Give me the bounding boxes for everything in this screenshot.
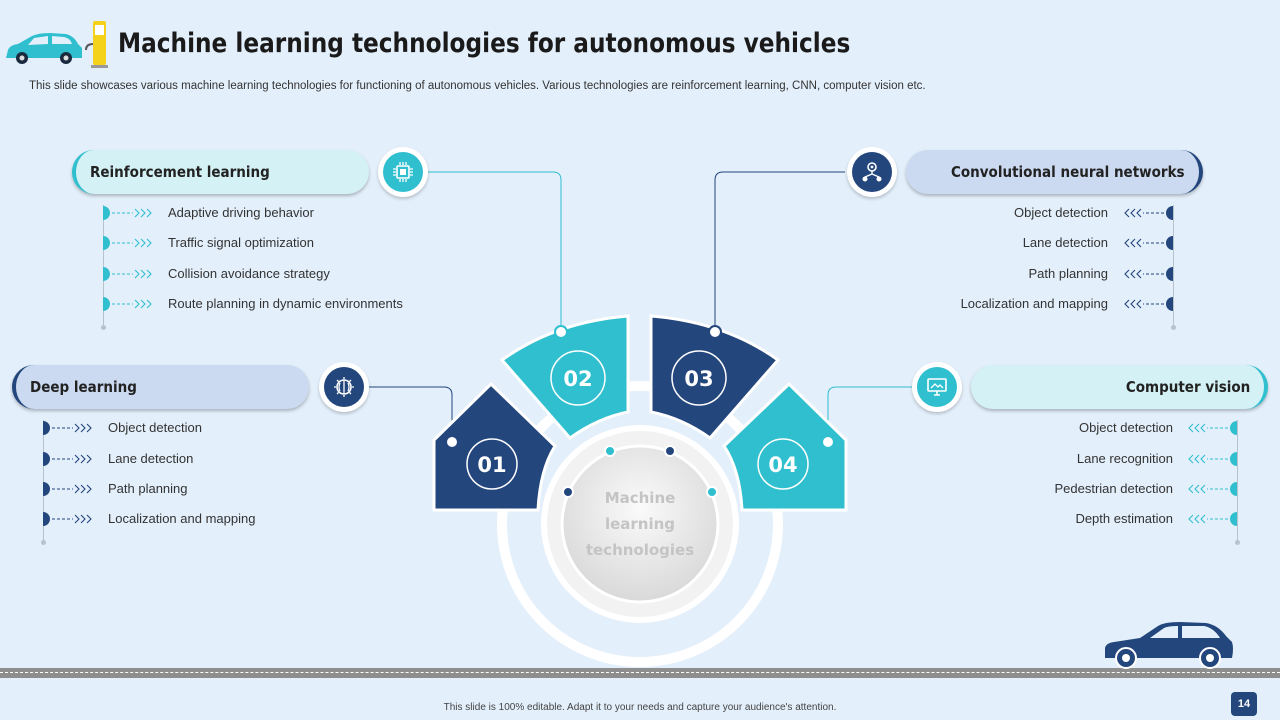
segment-03 [649,314,781,441]
page-number: 14 [1231,692,1257,716]
center-label-line-2: learning [605,515,675,533]
vision-item-4: Depth estimation [1075,511,1173,526]
cnn-item-4: Localization and mapping [960,296,1108,311]
car-icon [1105,622,1233,669]
segment-04-number: 04 [768,453,797,477]
cnn-icon-badge [847,147,897,197]
center-label-line-3: technologies [586,541,694,559]
deep-learning-item-3: Path planning [108,481,188,496]
deep-learning-item-4: Localization and mapping [108,511,256,526]
reinforcement-item-1: Adaptive driving behavior [168,205,314,220]
slide-subtitle: This slide showcases various machine lea… [29,80,926,92]
cnn-item-1: Object detection [1014,205,1108,220]
cnn-title: Convolutional neural networks [951,163,1185,181]
segment-04 [722,381,848,512]
cnn-header: Convolutional neural networks [906,150,1203,194]
reinforcement-bullets [103,206,152,311]
reinforcement-item-3: Collision avoidance strategy [168,266,330,281]
segment-03-number: 03 [684,367,713,391]
segment-02 [499,314,630,441]
computer-vision-header: Computer vision [971,365,1268,409]
reinforcement-learning-title: Reinforcement learning [90,163,270,181]
connector-01 [368,386,453,442]
chip-icon [393,162,413,182]
cnn-bullets [1124,206,1173,311]
segment-02-number: 02 [563,367,592,391]
slide-title: Machine learning technologies for autono… [118,28,851,59]
deep-learning-icon-badge [319,362,369,412]
computer-vision-icon-badge [912,362,962,412]
monitor-vision-icon [927,378,947,396]
ev-charging-car-icon [6,21,108,68]
reinforcement-icon-badge [378,147,428,197]
road-dashes [0,672,1280,673]
cnn-item-3: Path planning [1028,266,1108,281]
connector-04 [827,386,912,442]
network-gear-icon [862,162,882,182]
reinforcement-learning-header: Reinforcement learning [72,150,369,194]
center-label-line-1: Machine [605,489,676,507]
vision-item-2: Lane recognition [1076,451,1173,466]
footer-note: This slide is 100% editable. Adapt it to… [443,702,837,713]
cnn-item-2: Lane detection [1022,235,1108,250]
vision-item-1: Object detection [1079,420,1173,435]
reinforcement-item-2: Traffic signal optimization [168,235,314,250]
deep-learning-bullets [43,421,92,526]
connector-03 [714,171,845,332]
deep-learning-header: Deep learning [12,365,309,409]
segment-01-number: 01 [477,453,506,477]
connector-02 [428,171,562,332]
deep-learning-item-2: Lane detection [108,451,194,466]
vision-bullets [1188,421,1237,526]
road-strip [0,668,1280,678]
vision-item-3: Pedestrian detection [1054,481,1173,496]
computer-vision-title: Computer vision [1125,378,1250,396]
brain-icon [334,377,354,397]
reinforcement-item-4: Route planning in dynamic environments [168,296,403,311]
deep-learning-item-1: Object detection [108,420,202,435]
segment-01 [432,381,557,512]
deep-learning-title: Deep learning [30,378,137,396]
